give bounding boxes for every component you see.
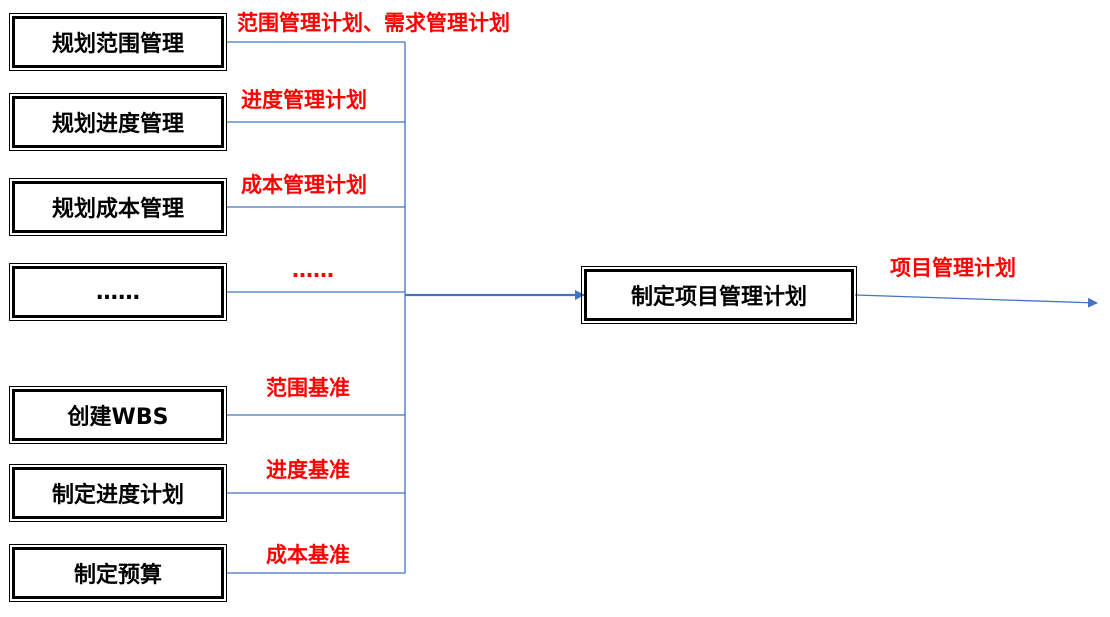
process-box-plan-schedule-management: 规划进度管理 (9, 93, 227, 151)
process-box-ellipsis: …… (9, 263, 227, 321)
label-scope-baseline: 范围基准 (266, 376, 350, 400)
label-ellipsis: …… (292, 258, 334, 282)
output-arrow (854, 294, 1098, 308)
label-schedule-baseline: 进度基准 (266, 458, 350, 482)
label-cost-baseline: 成本基准 (266, 543, 350, 567)
process-box-develop-schedule: 制定进度计划 (9, 464, 227, 522)
process-box-plan-scope-management: 规划范围管理 (9, 13, 227, 71)
process-box-create-wbs: 创建WBS (9, 386, 227, 444)
label-cost-management-plan: 成本管理计划 (241, 173, 367, 197)
label-schedule-management-plan: 进度管理计划 (241, 88, 367, 112)
process-box-plan-cost-management: 规划成本管理 (9, 178, 227, 236)
label-project-management-plan: 项目管理计划 (890, 256, 1016, 280)
process-box-develop-project-management-plan: 制定项目管理计划 (581, 266, 857, 324)
label-scope-requirements-plan: 范围管理计划、需求管理计划 (237, 11, 510, 35)
process-box-determine-budget: 制定预算 (9, 544, 227, 602)
